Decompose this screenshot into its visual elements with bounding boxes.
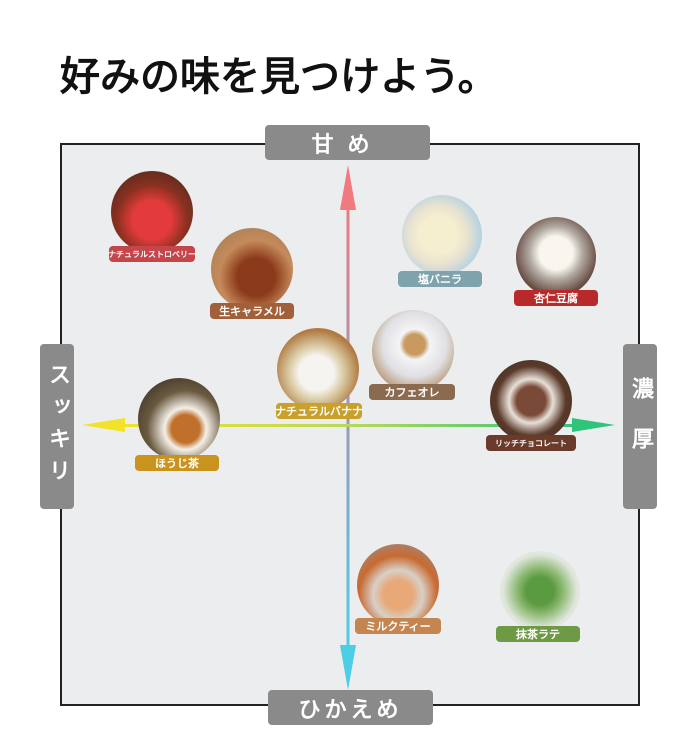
vertical-axis-line (346, 190, 350, 650)
axis-label-rich: 濃厚 (623, 344, 657, 509)
axis-label-sweet: 甘め (265, 125, 430, 160)
tag-salt-vanilla[interactable]: 塩バニラ (398, 271, 482, 287)
milk-tea-image[interactable] (357, 544, 439, 626)
tag-rich-chocolate[interactable]: リッチチョコレート (486, 435, 576, 451)
axis-label-mild: ひかえめ (268, 690, 433, 725)
tag-hojicha[interactable]: ほうじ茶 (135, 455, 219, 471)
banana-drink-image[interactable] (277, 328, 359, 410)
strawberry-drink-image[interactable] (111, 171, 193, 253)
tag-natural-banana[interactable]: ナチュラルバナナ (275, 403, 363, 419)
page-title: 好みの味を見つけよう。 (60, 54, 498, 100)
arrow-down-icon (340, 645, 356, 690)
matcha-latte-image[interactable] (500, 551, 580, 631)
tag-raw-caramel[interactable]: 生キャラメル (210, 303, 294, 319)
arrow-up-icon (340, 165, 356, 210)
hojicha-image[interactable] (138, 378, 220, 460)
almond-tofu-image[interactable] (516, 217, 596, 297)
arrow-right-icon (572, 418, 615, 432)
caramel-image[interactable] (211, 228, 293, 310)
tag-almond-tofu[interactable]: 杏仁豆腐 (514, 290, 598, 306)
tag-matcha-latte[interactable]: 抹茶ラテ (496, 626, 580, 642)
arrow-left-icon (82, 418, 125, 432)
horizontal-axis-line (120, 424, 580, 427)
tag-natural-strawberry[interactable]: ナチュラルストロベリー (108, 246, 196, 262)
rich-chocolate-image[interactable] (490, 360, 572, 442)
axis-label-refreshing: スッキリ (40, 344, 74, 509)
salt-vanilla-image[interactable] (402, 195, 482, 275)
tag-cafe-au-lait[interactable]: カフェオレ (369, 384, 455, 400)
cafe-au-lait-image[interactable] (372, 310, 454, 392)
tag-milk-tea[interactable]: ミルクティー (355, 618, 441, 634)
